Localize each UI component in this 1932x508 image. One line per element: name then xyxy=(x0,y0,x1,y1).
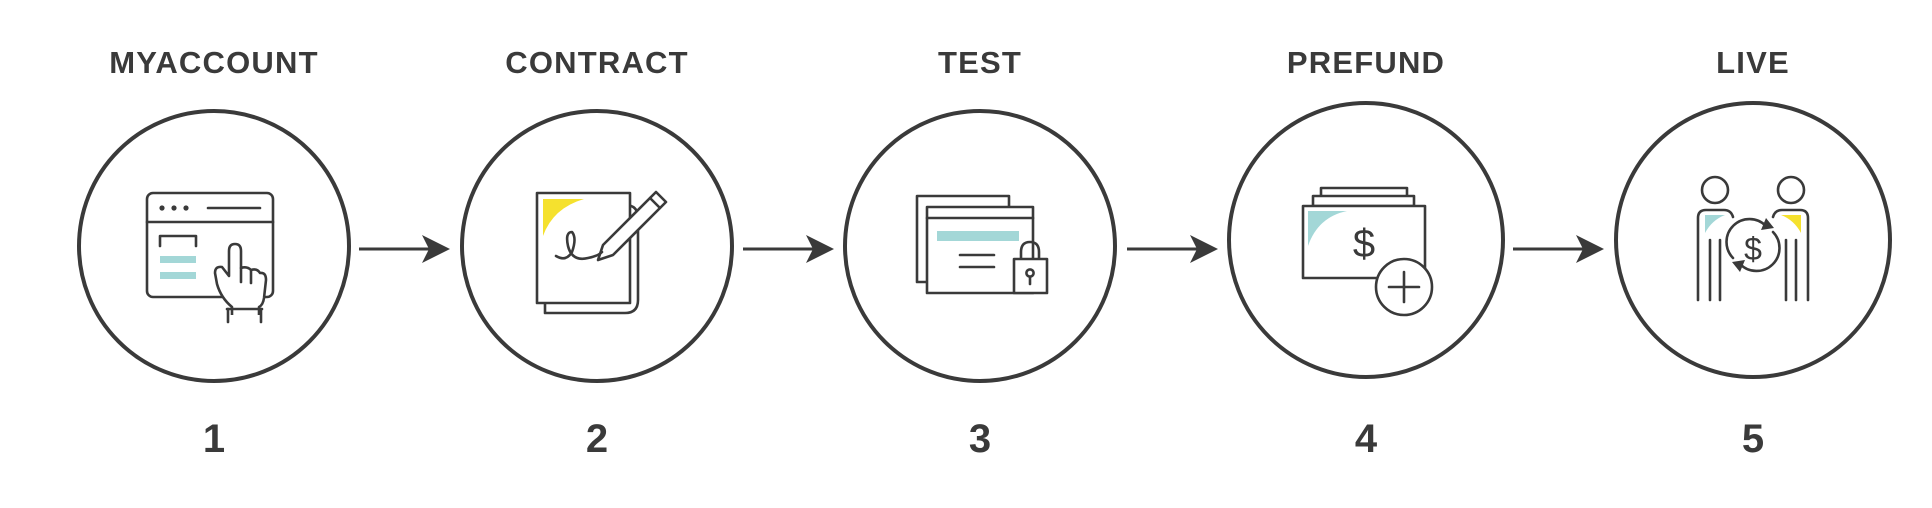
step-circle xyxy=(843,109,1117,383)
windows-lock-icon xyxy=(915,194,1049,295)
step-title: MYACCOUNT xyxy=(109,45,318,80)
dollar-glyph: $ xyxy=(1353,222,1375,266)
step-contract: CONTRACT 2 xyxy=(460,45,734,461)
step-live: LIVE $ 5 xyxy=(1614,45,1892,461)
step-number: 2 xyxy=(586,417,608,461)
step-title: LIVE xyxy=(1716,45,1790,80)
people-money-exchange-icon: $ xyxy=(1696,175,1810,302)
arrow-connector xyxy=(1127,235,1218,263)
step-number: 3 xyxy=(969,417,991,461)
step-myaccount: MYACCOUNT 1 xyxy=(77,45,351,461)
step-circle xyxy=(1614,101,1892,379)
step-circle xyxy=(460,109,734,383)
arrow-connector xyxy=(743,235,834,263)
step-circle xyxy=(77,109,351,383)
contract-pen-signature-icon xyxy=(535,190,668,315)
step-test: TEST 3 xyxy=(843,45,1117,461)
arrow-connector xyxy=(1513,235,1604,263)
arrow-connector xyxy=(359,235,450,263)
step-number: 1 xyxy=(203,417,225,461)
browser-hand-click-icon xyxy=(145,191,275,324)
step-title: CONTRACT xyxy=(505,45,689,80)
step-number: 5 xyxy=(1742,417,1764,461)
step-number: 4 xyxy=(1355,417,1378,461)
step-prefund: PREFUND $ 4 xyxy=(1227,45,1505,461)
money-stack-plus-icon: $ xyxy=(1301,186,1434,317)
step-title: TEST xyxy=(938,45,1022,80)
step-circle xyxy=(1227,101,1505,379)
dollar-glyph: $ xyxy=(1744,231,1762,267)
step-title: PREFUND xyxy=(1287,45,1445,80)
